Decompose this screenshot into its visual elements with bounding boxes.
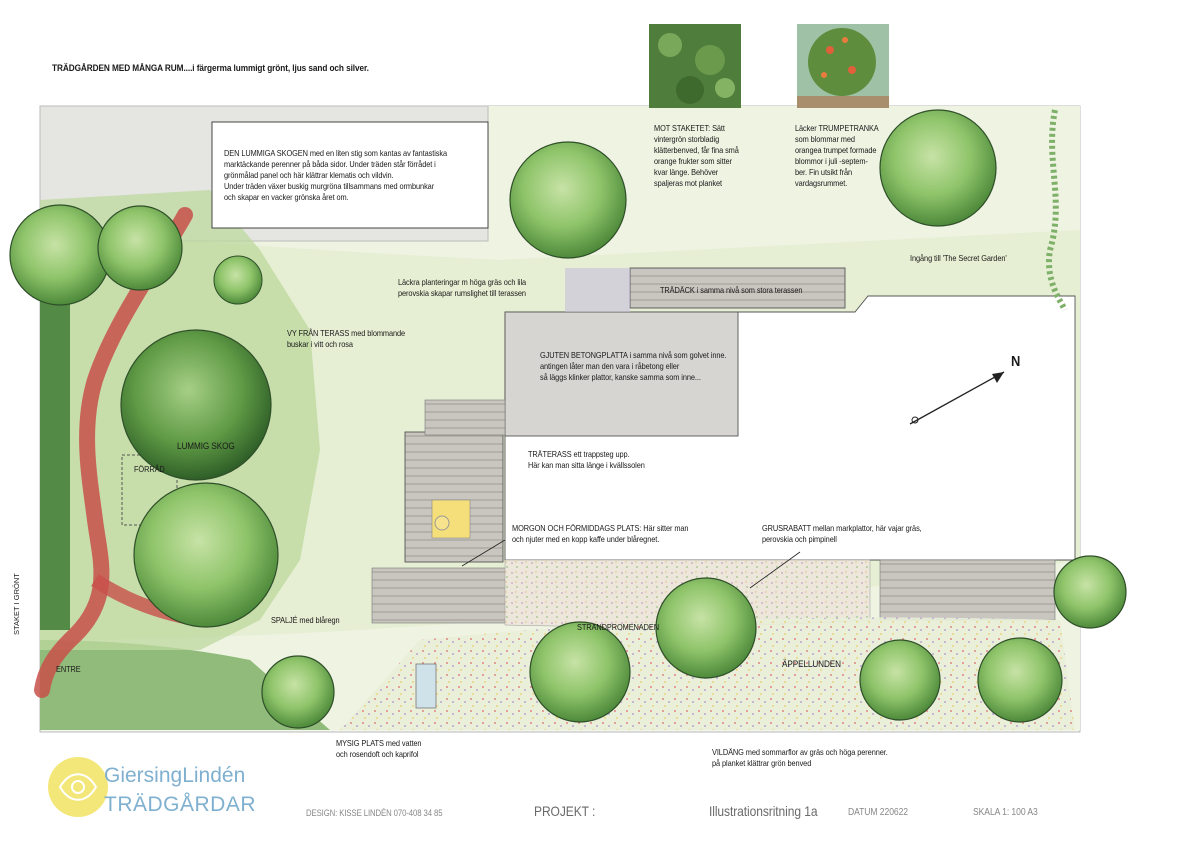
footer-ritning: Illustrationsritning 1a (709, 803, 818, 819)
note-morgon: MORGON OCH FÖRMIDDAGS PLATS: Här sitter … (512, 523, 689, 544)
note-vildang: VILDÄNG med sommarflor av gräs och höga … (712, 747, 888, 768)
footer-projekt: PROJEKT : (534, 803, 596, 819)
tree (509, 141, 627, 259)
north-label: N (1011, 353, 1021, 370)
note-lummiga-skogen: DEN LUMMIGA SKOGEN med en liten stig som… (224, 148, 448, 202)
note-grusrabatt: GRUSRABATT mellan markplattor, här vajar… (762, 523, 922, 544)
tree (213, 255, 263, 305)
label-staket: STAKET I GRÖNT (12, 573, 21, 635)
tree (9, 204, 111, 306)
tree (120, 329, 272, 481)
hedge (40, 270, 70, 630)
tree (261, 655, 335, 729)
note-lackra: Läckra planteringar m höga gräs och lila… (398, 277, 527, 298)
concrete-slab (504, 311, 739, 437)
note-mysig: MYSIG PLATS med vatten och rosendoft och… (336, 738, 422, 759)
note-box (211, 121, 489, 229)
label-strandpromenaden: STRANDPROMENADEN (577, 622, 659, 632)
logo-name: GiersingLindén (104, 764, 246, 787)
trees (9, 109, 1127, 729)
label-lummig-skog: LUMMIG SKOG (177, 441, 235, 452)
label-forrad: FÖRRÅD (134, 464, 165, 474)
logo-subtitle: TRÄDGÅRDAR (104, 793, 257, 816)
page-title: TRÄDGÅRDEN MED MÅNGA RUM....i färgerma l… (52, 63, 369, 74)
wood-deck (629, 267, 846, 309)
label-ingang: Ingång till 'The Secret Garden' (910, 253, 1007, 263)
tree (97, 205, 183, 291)
label-entre: ENTRE (56, 664, 81, 674)
tree (655, 577, 757, 679)
footer-design: DESIGN: KISSE LINDÉN 070-408 34 85 (306, 808, 443, 818)
logo-sun-icon (48, 757, 108, 817)
tree (859, 639, 941, 721)
note-mot-staketet: MOT STAKETET: Sätt vintergrön storbladig… (654, 123, 739, 188)
tree (1053, 555, 1127, 629)
wood-terrace (404, 431, 504, 563)
label-appellunden: ÄPPELLUNDEN (782, 659, 841, 670)
north-arrow (909, 371, 1005, 425)
tree (879, 109, 997, 227)
label-tradack: TRÄDÄCK i samma nivå som stora terassen (660, 285, 803, 295)
forest-path (34, 207, 193, 698)
footer-datum: DATUM 220622 (848, 807, 908, 818)
note-vy: VY FRÅN TERASS med blommande buskar i vi… (287, 328, 406, 349)
note-trumpetranka: Läcker TRUMPETRANKA som blommar med oran… (795, 123, 879, 188)
footer-skala: SKALA 1: 100 A3 (973, 807, 1038, 818)
note-betong: GJUTEN BETONGPLATTA i samma nivå som gol… (540, 350, 727, 382)
tree (977, 637, 1063, 723)
tree (529, 621, 631, 723)
pond (415, 663, 437, 709)
label-spalje: SPALJÉ med blåregn (271, 615, 340, 625)
note-traterass: TRÄTERASS ett trappsteg upp. Här kan man… (528, 449, 645, 470)
tree (133, 482, 279, 628)
